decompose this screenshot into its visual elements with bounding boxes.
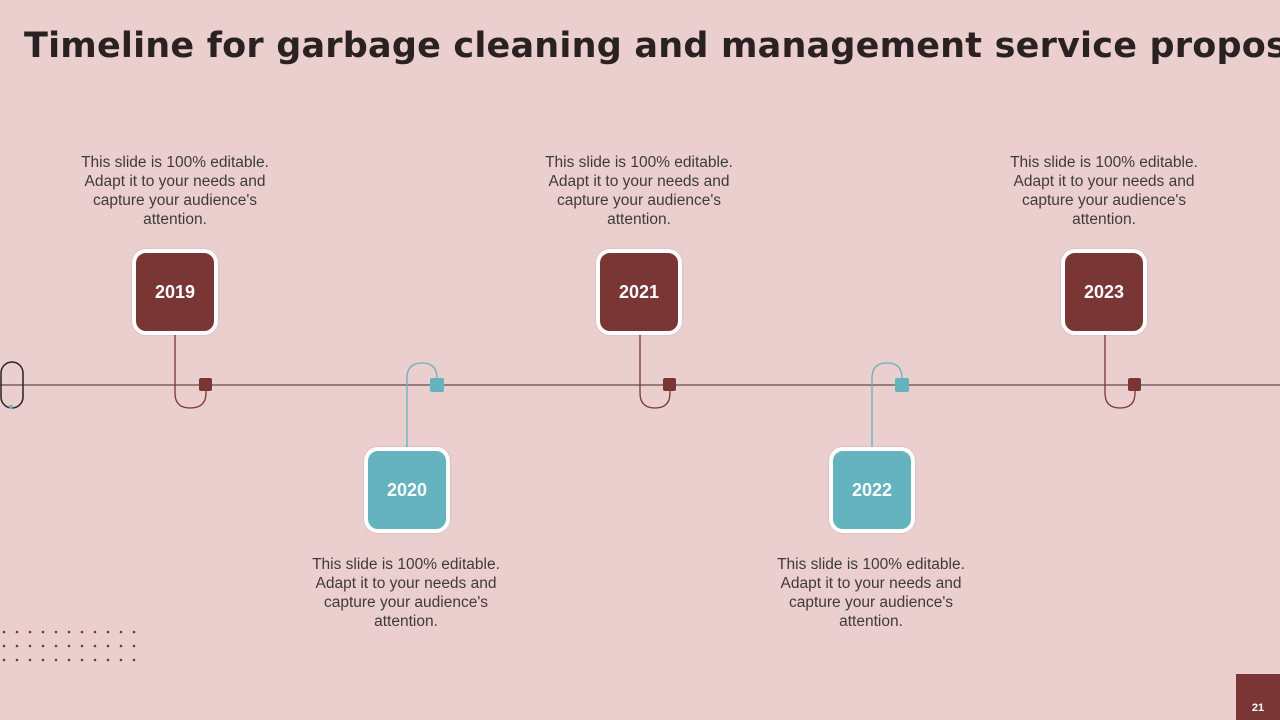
node-2023	[1128, 378, 1141, 391]
connector-2020	[406, 362, 438, 448]
page-number: 21	[1236, 674, 1280, 720]
year-label: 2023	[1083, 281, 1125, 302]
node-2022	[895, 378, 909, 392]
decorative-dot-grid	[2, 630, 136, 662]
connector-2021	[639, 334, 671, 409]
connector-2019	[174, 334, 207, 409]
node-2021	[663, 378, 676, 391]
year-label: 2020	[386, 479, 428, 500]
connector-2022	[871, 362, 903, 448]
milestone-text-2022: This slide is 100% editable. Adapt it to…	[777, 556, 965, 630]
year-box-2023: 2023	[1061, 249, 1147, 335]
milestone-text-2023: This slide is 100% editable. Adapt it to…	[1010, 154, 1198, 228]
timeline-start-dot	[9, 405, 13, 409]
year-box-2019: 2019	[132, 249, 218, 335]
year-label: 2021	[618, 281, 660, 302]
year-label: 2022	[851, 479, 893, 500]
year-label: 2019	[154, 281, 196, 302]
year-box-2022: 2022	[829, 447, 915, 533]
node-2020	[430, 378, 444, 392]
year-box-2020: 2020	[364, 447, 450, 533]
milestone-text-2020: This slide is 100% editable. Adapt it to…	[312, 556, 500, 630]
milestone-text-2019: This slide is 100% editable. Adapt it to…	[81, 154, 269, 228]
node-2019	[199, 378, 212, 391]
year-box-2021: 2021	[596, 249, 682, 335]
slide-title: Timeline for garbage cleaning and manage…	[24, 26, 1280, 66]
milestone-text-2021: This slide is 100% editable. Adapt it to…	[545, 154, 733, 228]
connector-2023	[1104, 334, 1136, 409]
